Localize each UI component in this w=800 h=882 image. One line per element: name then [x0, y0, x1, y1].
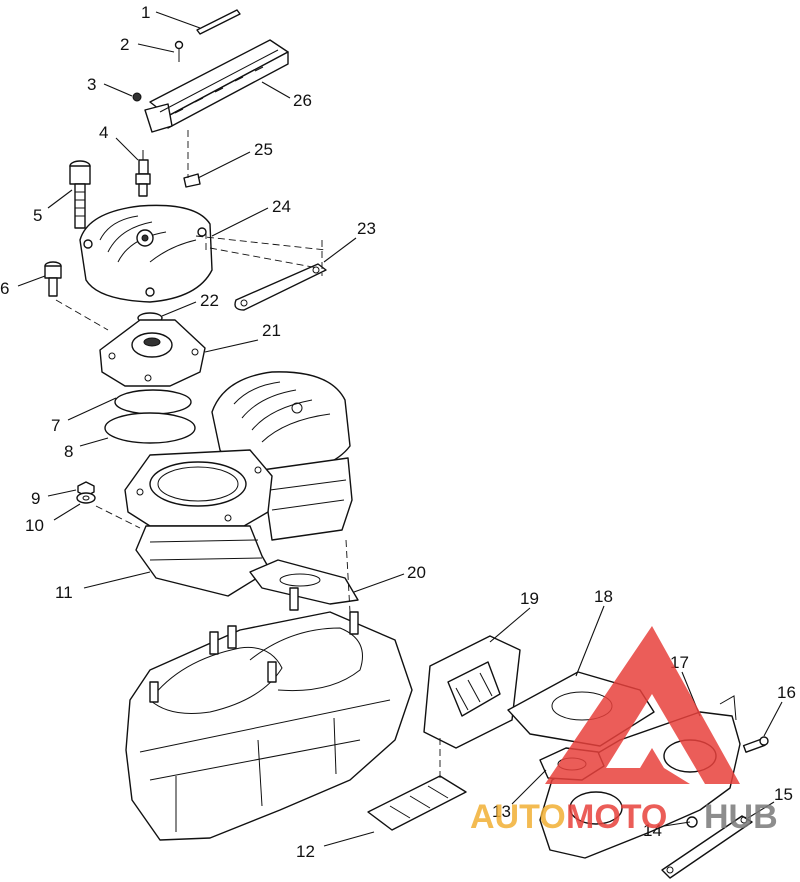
callout-numbers: 1 2 3 4 5 6 7 8 9 10 11 12 13 14 15 16 1… — [0, 3, 796, 861]
watermark-hub: HUB — [704, 798, 778, 836]
crankcase — [125, 587, 413, 841]
callout-15: 15 — [774, 785, 793, 804]
callout-5: 5 — [33, 206, 42, 225]
part-25-clip — [183, 173, 201, 188]
callout-2: 2 — [120, 35, 129, 54]
callout-16: 16 — [777, 683, 796, 702]
part-5-bolt — [69, 160, 91, 229]
part-26-fuel-rail — [144, 39, 289, 133]
callout-4: 4 — [99, 123, 108, 142]
callout-18: 18 — [594, 587, 613, 606]
callout-3: 3 — [87, 75, 96, 94]
part-10-washer — [76, 492, 96, 504]
callout-22: 22 — [200, 291, 219, 310]
callout-23: 23 — [357, 219, 376, 238]
part-21-head-cover — [99, 319, 206, 387]
callout-6: 6 — [0, 279, 9, 298]
part-1-pin — [196, 9, 241, 35]
watermark-moto: MOTO — [566, 798, 667, 836]
callout-26: 26 — [293, 91, 312, 110]
callout-10: 10 — [25, 516, 44, 535]
callout-13: 13 — [492, 802, 511, 821]
part-6-bolt — [44, 261, 62, 297]
callout-1: 1 — [141, 3, 150, 22]
part-4-spark-plug — [135, 150, 151, 197]
part-16-bolt — [742, 736, 769, 753]
callout-21: 21 — [262, 321, 281, 340]
callout-11: 11 — [55, 583, 73, 602]
part-20-base-gasket — [249, 559, 359, 605]
callout-24: 24 — [272, 197, 291, 216]
part-11-cylinder — [124, 449, 273, 597]
part-8-o-ring — [104, 412, 196, 444]
callout-7: 7 — [51, 416, 60, 435]
part-2-screw — [174, 40, 184, 62]
rear-cylinder — [261, 457, 353, 541]
part-15-strap — [661, 815, 753, 879]
part-12-reed-plate — [367, 775, 467, 831]
callout-14: 14 — [643, 821, 662, 840]
part-24-cylinder-head — [79, 204, 213, 303]
callout-9: 9 — [31, 489, 40, 508]
callout-8: 8 — [64, 442, 73, 461]
callout-12: 12 — [296, 842, 315, 861]
callout-19: 19 — [520, 589, 539, 608]
watermark-logo-icon — [545, 626, 740, 784]
callout-20: 20 — [407, 563, 426, 582]
part-3-nut — [132, 92, 142, 102]
part-23-bracket — [234, 263, 327, 311]
automotohub-watermark: AUTO MOTO HUB — [470, 626, 778, 836]
rear-cylinder-head — [211, 371, 351, 475]
callout-25: 25 — [254, 140, 273, 159]
assembly-guides — [55, 130, 441, 782]
part-19-reed-block — [423, 635, 521, 749]
part-7-o-ring — [114, 389, 192, 415]
part-9-nut — [77, 481, 95, 497]
watermark-auto: AUTO — [470, 798, 566, 836]
